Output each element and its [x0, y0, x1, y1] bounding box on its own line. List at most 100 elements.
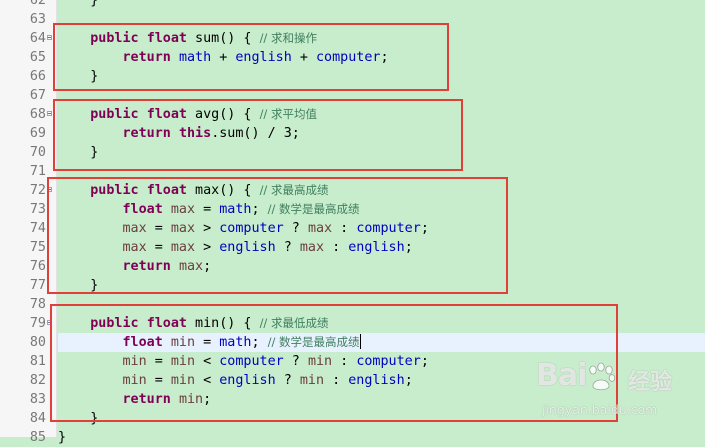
code-line[interactable]: 80 float min = math; // 数学是最高成绩 [0, 333, 705, 352]
variable-token: max [170, 240, 196, 255]
code-line[interactable]: 81 min = min < computer ? min : computer… [0, 352, 705, 371]
variable-token: min [122, 373, 147, 388]
code-line[interactable]: 75 max = max > english ? max : english; [0, 238, 705, 257]
code-line[interactable]: 73 float max = math; // 数学是最高成绩 [0, 200, 705, 219]
code-line[interactable]: 69 return this.sum() / 3; [0, 124, 705, 143]
code-token [58, 50, 123, 65]
variable-token: max [170, 202, 196, 217]
code-token [163, 335, 171, 350]
code-line[interactable]: 83 return min; [0, 390, 705, 409]
code-token: } [58, 430, 67, 445]
code-token [163, 202, 171, 217]
line-number: 79 [29, 316, 46, 331]
code-token: } [58, 0, 99, 8]
code-token: ? [275, 240, 300, 255]
line-number: 84 [29, 411, 46, 426]
code-token: ; [251, 335, 268, 350]
field-token: english [348, 240, 405, 255]
keyword-token: public [90, 31, 139, 46]
code-token [58, 392, 123, 407]
collapse-icon[interactable] [47, 111, 52, 116]
code-line[interactable]: 71 [0, 162, 705, 181]
variable-token: min [170, 373, 196, 388]
code-line[interactable]: 79 public float min() { // 求最低成绩 [0, 314, 705, 333]
code-token: } [58, 69, 99, 84]
code-line[interactable]: 70 } [0, 143, 705, 162]
code-token: min() { [187, 316, 260, 331]
code-line[interactable]: 65 return math + english + computer; [0, 48, 705, 67]
collapse-icon[interactable] [47, 187, 52, 192]
code-token [139, 316, 147, 331]
field-token: computer [356, 354, 421, 369]
variable-token: max [122, 221, 147, 236]
code-token [58, 316, 90, 331]
code-token: = [146, 240, 171, 255]
collapse-icon[interactable] [47, 35, 52, 40]
line-background [58, 162, 705, 181]
line-number: 76 [29, 259, 46, 274]
code-token [58, 183, 90, 198]
collapse-icon[interactable] [47, 320, 52, 325]
code-line[interactable]: 78 [0, 295, 705, 314]
code-text: } [58, 143, 98, 162]
code-token: < [195, 373, 220, 388]
line-number: 82 [29, 373, 46, 388]
variable-token: max [299, 240, 325, 255]
code-text: } [58, 276, 98, 295]
code-line[interactable]: 82 min = min < english ? min : english; [0, 371, 705, 390]
code-line[interactable]: 64 public float sum() { // 求和操作 [0, 29, 705, 48]
code-token: ? [283, 354, 308, 369]
line-number: 66 [29, 69, 46, 84]
line-background [58, 333, 705, 352]
code-text: public float max() { // 求最高成绩 [58, 181, 328, 200]
code-token: } [58, 145, 99, 160]
code-token [58, 31, 90, 46]
keyword-token: return [122, 392, 171, 407]
code-text: public float avg() { // 求平均值 [58, 105, 317, 124]
code-token: sum() { [187, 31, 260, 46]
code-token [139, 31, 147, 46]
code-line[interactable]: 66 } [0, 67, 705, 86]
code-token: + [291, 50, 316, 65]
code-token [171, 259, 179, 274]
comment-token: // 求最低成绩 [259, 316, 329, 330]
code-line[interactable]: 68 public float avg() { // 求平均值 [0, 105, 705, 124]
comment-token: // 求和操作 [259, 31, 317, 45]
line-number: 73 [29, 202, 46, 217]
code-token: } [58, 411, 99, 426]
line-number: 74 [29, 221, 46, 236]
code-line[interactable]: 67 [0, 86, 705, 105]
field-token: math [219, 335, 252, 350]
code-text: float max = math; // 数学是最高成绩 [58, 200, 360, 219]
code-line[interactable]: 77 } [0, 276, 705, 295]
code-token: ; [203, 392, 212, 407]
code-token: < [195, 354, 220, 369]
keyword-token: float [146, 31, 187, 46]
keyword-token: return [122, 50, 171, 65]
code-token: ; [203, 259, 212, 274]
code-token: max() { [187, 183, 260, 198]
code-text: float min = math; // 数学是最高成绩 [58, 333, 361, 352]
code-token: = [195, 335, 220, 350]
code-line[interactable]: 62 } [0, 0, 705, 10]
code-token: > [195, 221, 220, 236]
code-text: max = max > computer ? max : computer; [58, 219, 429, 238]
code-line[interactable]: 72 public float max() { // 求最高成绩 [0, 181, 705, 200]
line-number: 80 [29, 335, 46, 350]
code-line[interactable]: 76 return max; [0, 257, 705, 276]
line-background [58, 295, 705, 314]
line-background [58, 143, 705, 162]
code-token [58, 373, 123, 388]
comment-token: // 数学是最高成绩 [267, 335, 360, 349]
line-number: 63 [29, 12, 46, 27]
code-text: max = max > english ? max : english; [58, 238, 413, 257]
field-token: english [348, 373, 405, 388]
code-line[interactable]: 74 max = max > computer ? max : computer… [0, 219, 705, 238]
line-background [58, 276, 705, 295]
code-token: = [146, 373, 171, 388]
line-number: 70 [29, 145, 46, 160]
code-line[interactable]: 63 [0, 10, 705, 29]
code-line[interactable]: 84 } [0, 409, 705, 428]
code-line[interactable]: 85} [0, 428, 705, 447]
